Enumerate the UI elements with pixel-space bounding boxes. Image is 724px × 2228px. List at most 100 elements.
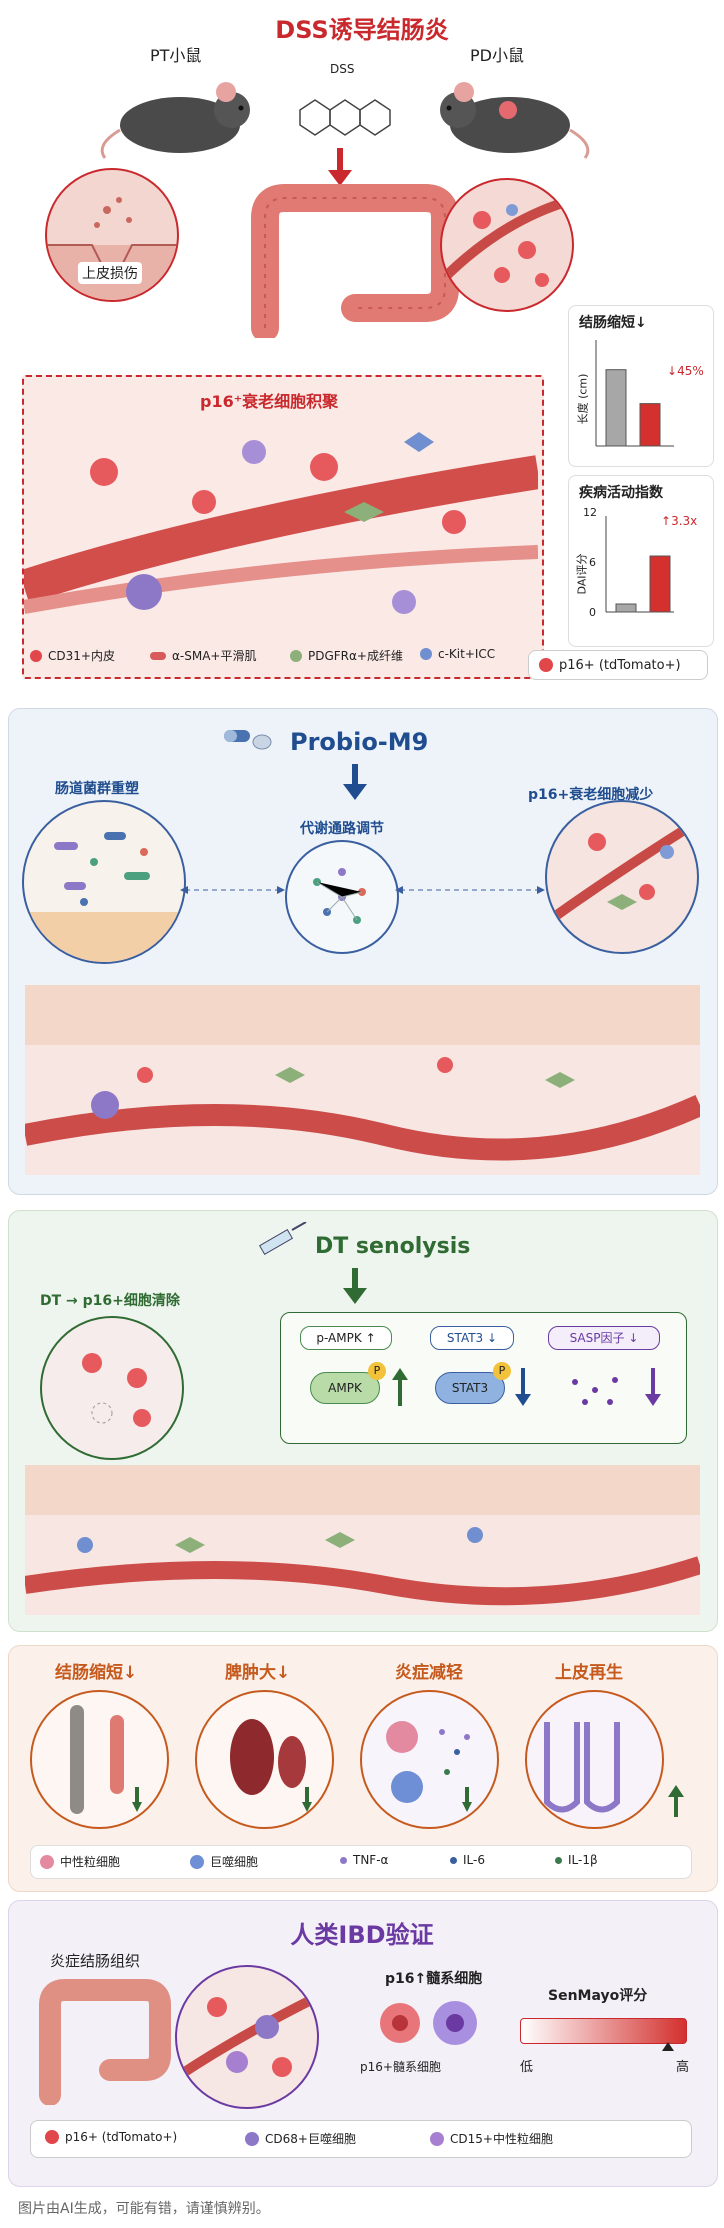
chart1-title: 结肠缩短↓ [579,315,647,331]
human-colon-icon [39,1979,171,2105]
accumulation-title: p16⁺衰老细胞积聚 [200,392,339,411]
senmayo-marker-icon [662,2042,674,2051]
down-arrow-icon [515,1368,531,1406]
up-arrow-icon [668,1785,684,1817]
chart1-annotation: ↓45% [667,364,704,378]
legend-il1b: IL-1β [555,1853,598,1867]
stat3-node: STAT3 [435,1372,505,1404]
legend-tnf: TNF-α [340,1853,388,1867]
section5-title: 人类IBD验证 [290,1921,434,1949]
colon-length-chart: 结肠缩短↓ 长度 (cm) ↓45% [568,305,714,467]
legend-sma: α-SMA+平滑肌 [150,647,256,664]
intestinal-tissue [25,1465,700,1615]
chart2-ylabel: DAI评分 [575,553,589,595]
down-arrow-icon [343,1268,367,1304]
senmayo-high: 高 [676,2060,690,2075]
regeneration-circle [525,1690,664,1829]
spleen-circle [195,1690,334,1829]
tissue-label: 炎症结肠组织 [50,1952,141,1970]
legend-pdgfra: PDGFRα+成纤维 [290,647,403,664]
outcome-inflammation-label: 炎症减轻 [395,1663,463,1683]
down-arrow-icon [343,764,367,800]
il6-icon [450,1856,457,1864]
tissue-illustration [24,432,538,614]
pill-icon [224,730,272,750]
outcomes-legend [30,1845,692,1879]
legend-cd31: CD31+内皮 [30,647,115,664]
myeloid-caption: p16+髓系细胞 [360,2060,441,2074]
chart2-annotation: ↑3.3x [661,514,698,528]
chart1-plot [595,340,674,447]
pampk-pill: p-AMPK ↑ [300,1326,392,1350]
ampk-node: AMPK [310,1372,380,1404]
outcome-regeneration-label: 上皮再生 [555,1663,623,1683]
pd-mouse-icon [440,82,590,159]
ibd-legend [30,2120,692,2158]
sasp-particles-icon [572,1377,618,1405]
stat3-pill: STAT3 ↓ [430,1326,514,1350]
metabolic-label: 代谢通路调节 [300,821,384,837]
p16-legend: p16+ (tdTomato+) [528,650,708,680]
senmayo-gradient [520,2018,687,2044]
macrophage-icon [190,1854,204,1869]
fibroblast-icon [290,649,302,662]
myeloid-label: p16↑髓系细胞 [385,1971,483,1987]
legend-label: PDGFRα+成纤维 [308,649,403,663]
cd15-cell-icon [430,2131,444,2146]
il1b-icon [555,1856,562,1864]
legend-label: CD68+巨噬细胞 [265,2132,356,2146]
cd31-icon [30,649,42,662]
connector-arrows [180,886,545,894]
legend-label: CD15+中性粒细胞 [450,2132,553,2146]
sma-icon [150,651,166,660]
section3-title: DT senolysis [315,1234,471,1259]
legend-il6: IL-6 [450,1853,485,1867]
bar-pd [649,555,671,613]
senmayo-low: 低 [520,2060,534,2075]
reduced-senescence-circle [545,800,699,954]
syringe-icon [258,1222,307,1256]
neutrophil-icon [40,1854,54,1869]
p16-cell-icon [539,658,553,672]
bar-pt [605,369,627,447]
pt-mouse-label: PT小鼠 [150,46,202,65]
legend-label: IL-1β [568,1853,598,1867]
intestinal-tissue [25,985,700,1175]
epithelial-injury-label: 上皮损伤 [78,262,142,284]
chart2-title: 疾病活动指数 [579,485,663,501]
pt-mouse-icon [100,82,250,159]
chart2-tick-top: 12 [583,506,597,519]
bar-pd [639,403,661,447]
legend-p16: p16+ (tdTomato+) [45,2130,177,2144]
phospho-badge: P [368,1362,386,1380]
cd68-cell-icon [245,2131,259,2146]
dss-molecule-icon [299,99,391,136]
up-arrow-icon [392,1368,408,1406]
legend-label: CD31+内皮 [48,649,115,663]
ibd-tissue-circle [175,1965,319,2109]
tnf-icon [340,1856,347,1864]
colon-shortening-circle [30,1690,169,1829]
icc-icon [420,648,432,660]
chart2-tick-mid: 6 [589,556,596,569]
microbiota-label: 肠道菌群重塑 [55,781,139,797]
metabolic-circle [285,840,399,954]
chart1-ylabel: 长度 (cm) [576,373,590,425]
dai-chart: 疾病活动指数 DAI评分 12 6 0 ↑3.3x [568,475,714,647]
section2-title: Probio-M9 [290,728,429,756]
phospho-badge: P [493,1362,511,1380]
clearance-label: DT → p16+细胞清除 [40,1293,180,1309]
senmayo-label: SenMayo评分 [548,1988,648,2004]
legend-cd15: CD15+中性粒细胞 [430,2130,553,2147]
colon-icon [251,184,459,338]
legend-neutrophil: 中性粒细胞 [40,1853,120,1870]
bar-pt [615,603,637,613]
down-arrow-icon [645,1368,661,1406]
section1-title: DSS诱导结肠炎 [275,16,449,44]
legend-label: TNF-α [353,1853,389,1867]
dss-label: DSS [330,62,355,76]
legend-macrophage: 巨噬细胞 [190,1853,258,1870]
myeloid-cells-icon [380,2001,477,2045]
legend-label: IL-6 [463,1853,485,1867]
legend-label: 巨噬细胞 [210,1855,259,1869]
